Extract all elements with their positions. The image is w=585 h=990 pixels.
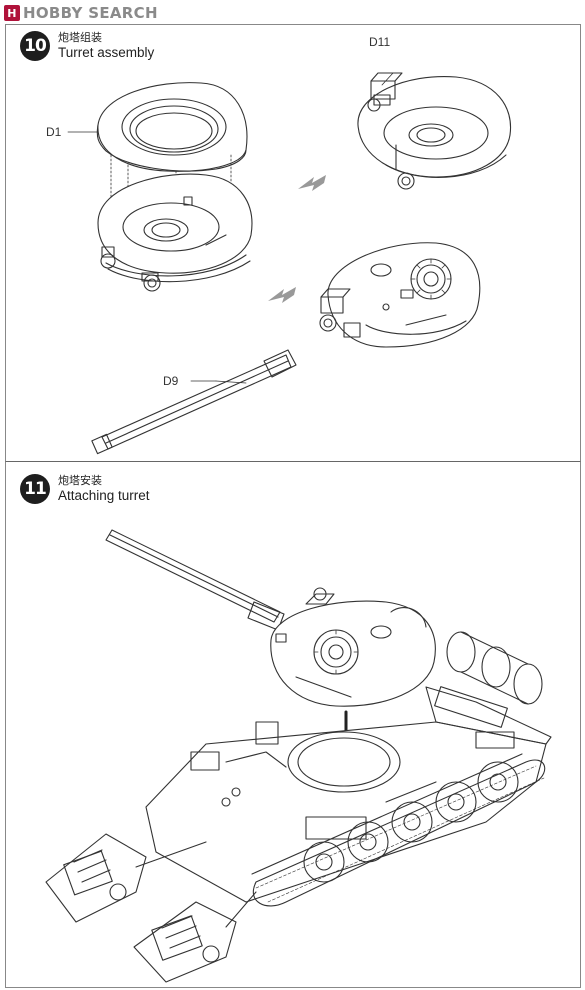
- step-10-header: 10 炮塔组装 Turret assembly: [20, 31, 154, 62]
- watermark-text: HOBBY SEARCH: [23, 4, 158, 22]
- tank-tracks: [251, 753, 546, 907]
- rear-fuel-drums: [446, 631, 543, 705]
- gun-barrel-part-d9: [91, 349, 297, 455]
- mine-plow-left: [45, 833, 207, 923]
- turret-assembly-drawing: [67, 72, 512, 455]
- turret-shell-part-d11: [357, 72, 512, 190]
- assembly-arrows: [268, 175, 326, 303]
- step-10-badge: 10: [20, 31, 50, 61]
- label-d11: D11: [369, 35, 391, 49]
- step-10-panel: 10 炮塔组装 Turret assembly: [5, 24, 581, 462]
- step-10-title-cn: 炮塔组装: [58, 31, 102, 44]
- step-10-title-en: Turret assembly: [58, 44, 155, 60]
- step-11-header: 11 炮塔安装 Attaching turret: [20, 474, 150, 505]
- assembled-turret: [319, 242, 481, 348]
- step-11-title-en: Attaching turret: [58, 487, 150, 503]
- arrow-down-left-icon-2: [268, 287, 296, 303]
- turret-top-part-d1: [96, 82, 248, 172]
- tank-gun-barrel: [105, 529, 285, 631]
- hobby-search-watermark: H HOBBY SEARCH: [4, 4, 158, 22]
- label-d1: D1: [46, 125, 62, 139]
- label-d9: D9: [163, 374, 179, 388]
- arrow-down-left-icon: [298, 175, 326, 191]
- step-11-badge: 11: [20, 474, 50, 504]
- mine-plow-right: [133, 891, 257, 983]
- attach-turret-drawing: [45, 529, 552, 983]
- step-11-title-cn: 炮塔安装: [58, 474, 102, 487]
- tank-hull: [145, 686, 552, 903]
- watermark-logo-icon: H: [4, 5, 20, 21]
- turret-lower-shell-left: [97, 173, 253, 292]
- step-11-panel: 11 炮塔安装 Attaching turret: [5, 461, 581, 988]
- tank-turret: [270, 587, 436, 707]
